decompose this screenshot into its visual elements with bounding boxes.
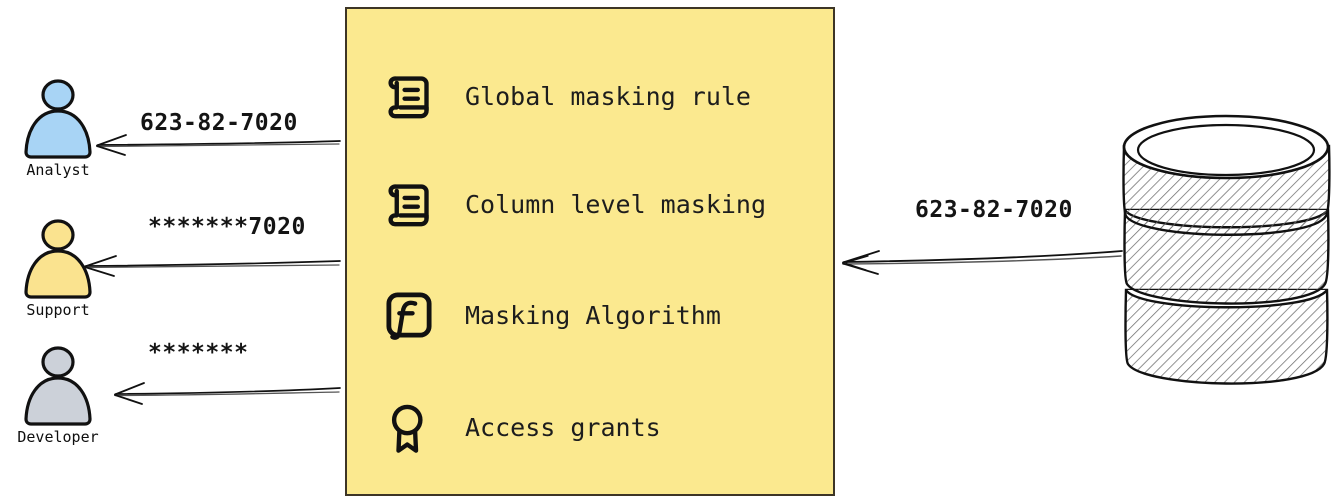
policy-panel: Global masking rule Column level masking [345, 7, 835, 496]
person-icon [24, 219, 92, 299]
actor-label: Developer [17, 428, 99, 446]
flow-label-analyst: 623-82-7020 [140, 110, 298, 136]
actor-developer: Developer [0, 345, 118, 446]
person-icon [24, 79, 92, 159]
scroll-icon [388, 76, 429, 119]
policy-item-column-level-masking[interactable]: Column level masking [381, 176, 766, 232]
award-icon [391, 404, 423, 453]
arrow-database-to-panel [842, 250, 1123, 275]
actor-label: Analyst [26, 161, 90, 179]
function-icon [386, 292, 432, 340]
policy-item-global-masking-rule[interactable]: Global masking rule [381, 68, 751, 124]
policy-item-label: Global masking rule [465, 81, 751, 111]
policy-item-label: Column level masking [465, 189, 767, 219]
policy-item-label: Masking Algorithm [465, 300, 721, 330]
actor-analyst: Analyst [0, 78, 118, 179]
arrow-panel-to-analyst [96, 134, 341, 156]
arrow-panel-to-developer [114, 382, 341, 405]
person-icon [24, 346, 92, 426]
policy-item-label: Access grants [465, 412, 661, 442]
policy-item-access-grants[interactable]: Access grants [381, 399, 661, 455]
actor-support: Support [0, 218, 118, 319]
flow-label-support: *******7020 [148, 214, 306, 240]
database-icon [1118, 112, 1336, 400]
flow-label-developer: ******* [148, 340, 249, 366]
actor-label: Support [26, 301, 90, 319]
policy-item-masking-algorithm[interactable]: Masking Algorithm [381, 287, 721, 343]
policy-item-list: Global masking rule Column level masking [347, 9, 833, 494]
database-cylinder-icon [1122, 114, 1331, 385]
flow-label-database: 623-82-7020 [915, 197, 1073, 223]
scroll-icon [388, 184, 429, 227]
arrow-panel-to-support [84, 255, 341, 277]
